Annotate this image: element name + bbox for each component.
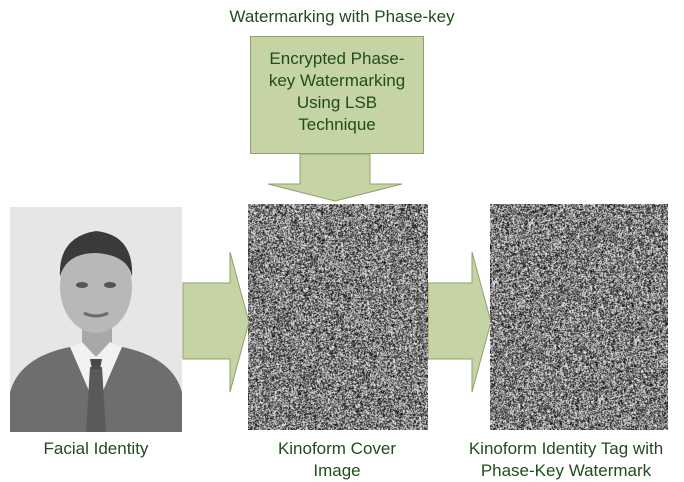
process-box [250, 36, 424, 154]
diagram-title: Watermarking with Phase-key [229, 7, 455, 26]
right-arrow-face-to-cover [182, 251, 250, 393]
right-arrow-cover-to-tag [427, 251, 492, 393]
caption-kinoform-tag: Kinoform Identity Tag with Phase-Key Wat… [468, 439, 664, 480]
down-arrow [267, 153, 403, 202]
caption-kinoform-cover: Kinoform Cover Image [277, 439, 397, 480]
facial-identity-photo [10, 207, 182, 432]
caption-facial-identity: Facial Identity [43, 439, 149, 458]
process-box-label: Encrypted Phase- key Watermarking Using … [268, 49, 406, 134]
kinoform-identity-tag-image [490, 204, 668, 430]
kinoform-cover-image [248, 204, 428, 430]
